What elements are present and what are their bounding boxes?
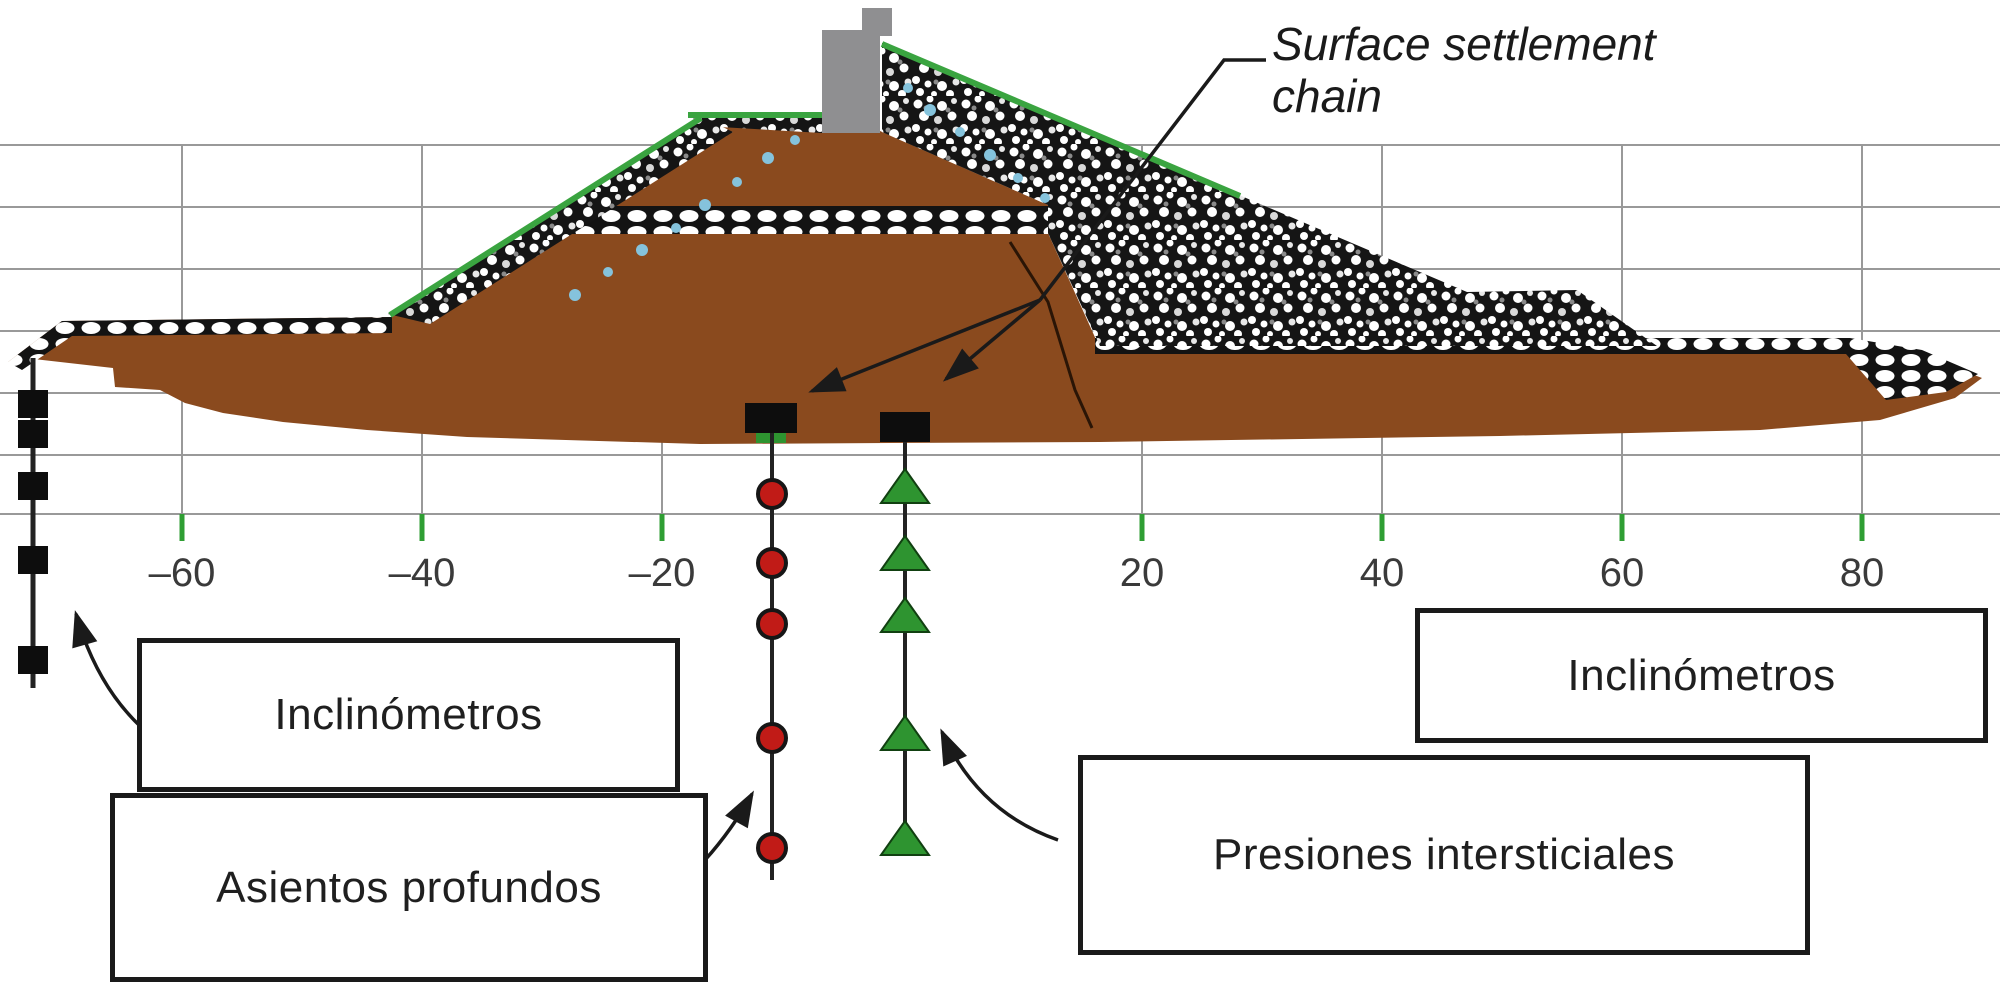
- downstream-rockfill-shell: [882, 43, 1657, 346]
- upstream-rockfill-face: [388, 116, 733, 324]
- right-foundation-cobbles: [1095, 338, 1978, 400]
- legend-label-deep-settlements: Asientos profundos: [216, 862, 602, 912]
- water-flecks: [569, 83, 1050, 301]
- axis-tick-marks: [179, 514, 1865, 541]
- deep-settlement-arrow: [703, 790, 754, 862]
- legend-box-inclinometers-left: Inclinómetros: [137, 638, 680, 792]
- surface-settlement-chain-label-line1: Surface settlement: [1272, 18, 1656, 70]
- svg-text:20: 20: [1120, 551, 1165, 595]
- surface-settlement-chain-label-line2: chain: [1272, 70, 1382, 123]
- surface-chain-connector: [1038, 58, 1266, 302]
- surface-grass-edge: [388, 41, 1242, 318]
- legend-box-deep-settlements: Asientos profundos: [110, 793, 708, 982]
- legend-label-inclinometers-right: Inclinómetros: [1567, 650, 1836, 700]
- surface-settlement-markers: [745, 403, 930, 443]
- crest-rockfill-strip: [688, 114, 822, 133]
- fill-interface-line: [1008, 241, 1094, 429]
- pore-pressure-chain: [879, 442, 931, 856]
- axis-tick-labels: –60 –40 –20 20 40 60 80: [149, 551, 1885, 595]
- inclinometer-arrow: [72, 610, 142, 728]
- svg-text:60: 60: [1600, 551, 1645, 595]
- svg-text:–60: –60: [149, 551, 216, 595]
- deep-settlement-chain: [756, 433, 788, 880]
- legend-box-pore-pressures: Presiones intersticiales: [1078, 755, 1810, 955]
- svg-text:80: 80: [1840, 551, 1885, 595]
- annotation-arrows: [72, 58, 1266, 862]
- legend-label-pore-pressures: Presiones intersticiales: [1213, 830, 1675, 879]
- svg-text:–40: –40: [389, 551, 456, 595]
- left-inclinometer-chain: [18, 358, 48, 688]
- svg-text:–20: –20: [629, 551, 696, 595]
- surface-chain-arrow-left: [808, 298, 1041, 393]
- pore-pressure-arrow: [940, 728, 1059, 842]
- earth-fill-body: [8, 124, 1982, 444]
- svg-text:40: 40: [1360, 551, 1405, 595]
- surface-chain-arrow-right: [942, 298, 1042, 382]
- crest-tower: [822, 8, 892, 133]
- legend-box-inclinometers-right: Inclinómetros: [1415, 608, 1988, 743]
- left-foundation-cobbles: [8, 317, 392, 370]
- filter-band: [556, 206, 1048, 234]
- surface-settlement-chain-label: Surface settlement chain: [1272, 18, 1656, 123]
- legend-label-inclinometers-left: Inclinómetros: [274, 690, 543, 739]
